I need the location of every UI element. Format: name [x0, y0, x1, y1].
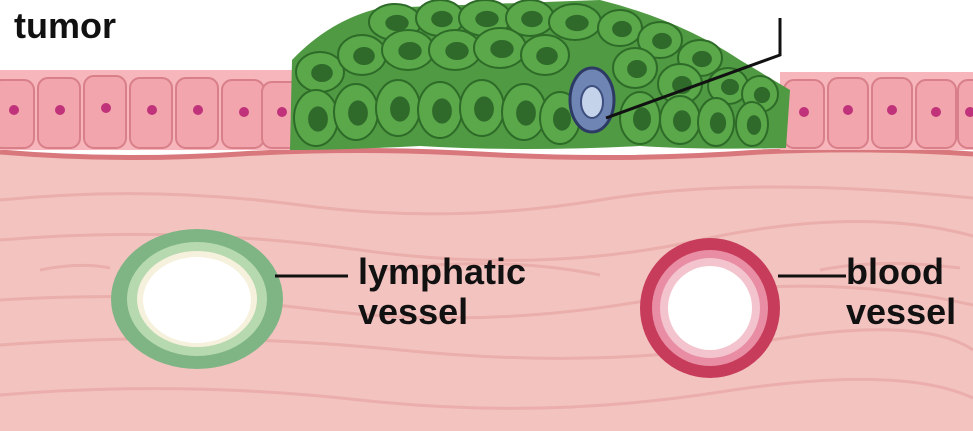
tumor-cell-nucleus: [432, 98, 452, 123]
tumor-cell-nucleus: [348, 100, 368, 125]
tumor-cell-nucleus: [747, 115, 761, 135]
blood-vessel: [640, 238, 780, 378]
tumor-cell-nucleus: [553, 107, 571, 130]
tumor-cell-nucleus: [390, 96, 410, 121]
tumor-cell-nucleus: [710, 112, 726, 134]
tumor-cell-nucleus: [353, 47, 375, 65]
tumor-cell-nucleus: [612, 21, 632, 37]
tumor-cell-nucleus: [475, 11, 498, 27]
blood-label-line2: vessel: [846, 292, 956, 332]
tumor-cell-nucleus: [721, 79, 739, 95]
tumor-cell-nucleus: [398, 42, 421, 60]
tumor-cell-nucleus: [565, 15, 588, 31]
tumor-cell-nucleus: [754, 87, 770, 103]
tumor-cell-nucleus: [311, 64, 333, 82]
tumor-mass: [290, 0, 790, 150]
tumor-cell-nucleus: [692, 51, 712, 67]
tumor-cell-nucleus: [516, 100, 536, 125]
normal-epithelium-left: [0, 70, 302, 150]
normal-epithelium-right: [780, 72, 973, 150]
tumor-cell-nucleus: [521, 11, 543, 27]
tumor-cell-nucleus: [308, 106, 328, 131]
tumor-cell-nucleus: [627, 60, 647, 78]
blood-label-line1: blood: [846, 252, 956, 292]
tumor-cell-nucleus: [673, 110, 691, 132]
blood-vessel-label: blood vessel: [846, 252, 956, 332]
tumor-cell-nucleus: [633, 107, 651, 130]
lymphatic-vessel-label: lymphatic vessel: [358, 252, 526, 332]
lymphatic-label-line1: lymphatic: [358, 252, 526, 292]
tumor-cell-nucleus: [652, 33, 672, 49]
lymphatic-vessel: [111, 229, 283, 369]
invasive-cell: [570, 68, 614, 132]
tumor-label: tumor: [14, 6, 116, 46]
tumor-cell-nucleus: [431, 11, 453, 27]
tumor-cell-nucleus: [536, 47, 558, 65]
tumor-cell-nucleus: [490, 40, 513, 58]
tumor-cell-nucleus: [385, 15, 408, 31]
tumor-cell-nucleus: [445, 42, 468, 60]
lymphatic-label-line2: vessel: [358, 292, 526, 332]
tumor-cell-nucleus: [474, 96, 494, 121]
